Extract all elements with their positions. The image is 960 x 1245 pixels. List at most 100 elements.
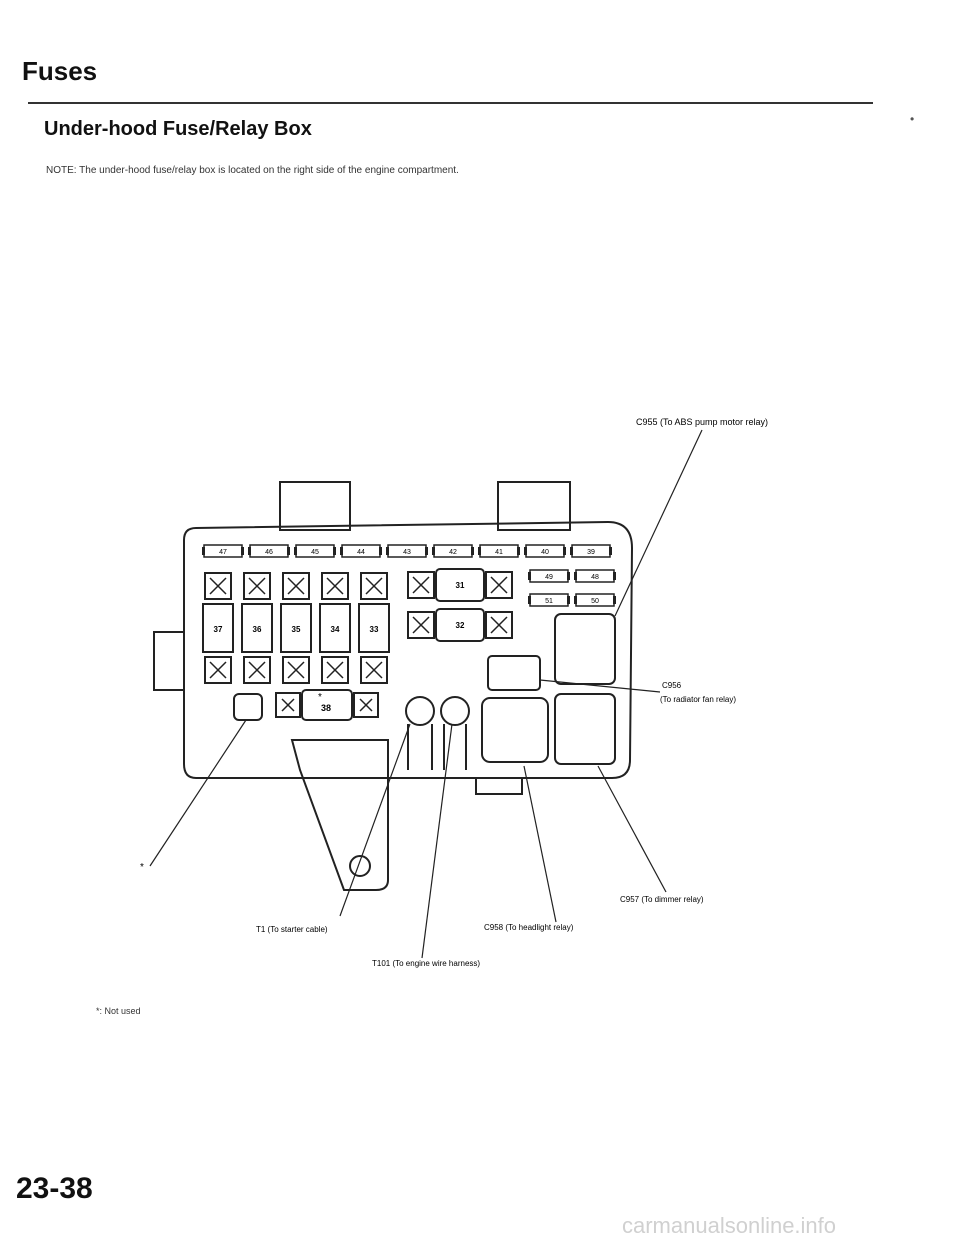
mounting-bracket	[290, 739, 389, 891]
callout-star: *	[140, 862, 144, 873]
fuse-47-end-left	[202, 547, 205, 555]
maxi-fuse-37-top-cap	[204, 572, 232, 600]
fuse-44-end-right	[379, 547, 382, 555]
center-fuse-layer: 31 32	[407, 568, 513, 642]
center-fuse-32-cap-left	[407, 611, 435, 639]
relay-socket-c956	[487, 655, 541, 691]
cap-x-mark	[490, 576, 508, 594]
cap-x-mark	[359, 698, 373, 712]
maxi-fuse-36-label: 36	[253, 625, 262, 634]
fuse-49-end-left	[528, 572, 531, 580]
leader-t101	[421, 723, 453, 959]
maxi-fuse-33: 33	[358, 572, 390, 684]
fuse-38-cap-left	[275, 692, 301, 718]
maxi-fuse-33-label: 33	[370, 625, 379, 634]
fuse-49-end-right	[567, 572, 570, 580]
fuse-39-end-right	[609, 547, 612, 555]
maxi-fuse-37: 37	[202, 572, 234, 684]
maxi-fuse-35-top-cap	[282, 572, 310, 600]
maxi-fuse-33-bottom-cap	[360, 656, 388, 684]
fuse-41-label: 41	[495, 549, 503, 556]
fuse-45-end-right	[333, 547, 336, 555]
fuse-39-end-left	[570, 547, 573, 555]
fuse-38-label: 38	[321, 703, 331, 713]
maxi-fuse-35-label: 35	[292, 625, 301, 634]
maxi-fuse-35-bottom-cap	[282, 656, 310, 684]
fuse-48: 48	[574, 569, 616, 583]
fuse-43-label: 43	[403, 549, 411, 556]
callout-t101: T101 (To engine wire harness)	[372, 959, 480, 968]
fuse-48-label: 48	[591, 574, 599, 581]
left-flange	[153, 631, 184, 691]
fuse-45-end-left	[294, 547, 297, 555]
callout-c956-desc: (To radiator fan relay)	[660, 695, 736, 704]
center-fuse-31: 31	[407, 568, 513, 602]
maxi-fuse-34-body	[319, 603, 351, 653]
fuse-40-label: 40	[541, 549, 549, 556]
cap-x-mark	[209, 661, 227, 679]
row-fuse-layer: 47 46 45 44 43 42 41 40 39	[202, 544, 612, 558]
fuse-39: 39	[570, 544, 612, 558]
fuse-41: 41	[478, 544, 520, 558]
fuse-38-cap-right	[353, 692, 379, 718]
leader-c958	[523, 765, 557, 923]
center-fuse-32: 32	[407, 608, 513, 642]
fuse-49: 49	[528, 569, 570, 583]
fuse-42-end-left	[432, 547, 435, 555]
terminal-t101-post	[405, 696, 435, 726]
cap-x-mark	[248, 577, 266, 595]
fuse-45: 45	[294, 544, 336, 558]
leader-c957	[597, 765, 667, 893]
maxi-fuse-37-body	[202, 603, 234, 653]
leader-t1	[339, 723, 411, 917]
maxi-fuse-34: 34	[319, 572, 351, 684]
terminal-t1-post	[440, 696, 470, 726]
fuse-46-end-left	[248, 547, 251, 555]
fuse-50-label: 50	[591, 598, 599, 605]
fuse-40: 40	[524, 544, 566, 558]
center-fuse-31-label: 31	[456, 581, 465, 590]
fuse-46-label: 46	[265, 549, 273, 556]
fuse-51-end-left	[528, 596, 531, 604]
cap-x-mark	[248, 661, 266, 679]
callout-c956-code: C956	[662, 681, 682, 690]
cap-x-mark	[490, 616, 508, 634]
fuse-50-end-left	[574, 596, 577, 604]
maxi-fuse-35: 35	[280, 572, 312, 684]
footnote: *: Not used	[96, 1006, 141, 1016]
relay-socket-c957	[554, 693, 616, 765]
cap-x-mark	[326, 577, 344, 595]
callout-t1: T1 (To starter cable)	[256, 925, 328, 934]
fuse-43: 43	[386, 544, 428, 558]
cap-x-mark	[365, 661, 383, 679]
header-rule	[28, 102, 873, 104]
page-number: 23-38	[16, 1172, 93, 1205]
maxi-fuse-33-body	[358, 603, 390, 653]
fuse-46-end-right	[287, 547, 290, 555]
fuse-39-label: 39	[587, 549, 595, 556]
cap-x-mark	[412, 576, 430, 594]
bracket-bolt-hole	[349, 855, 371, 877]
fuse-51: 51	[528, 593, 570, 607]
fuse-44: 44	[340, 544, 382, 558]
center-fuse-31-cap-left	[407, 571, 435, 599]
page-title: Under-hood Fuse/Relay Box	[44, 118, 312, 140]
maxi-fuse-33-top-cap	[360, 572, 388, 600]
leader-c955	[614, 429, 703, 617]
maxi-fuse-37-label: 37	[214, 625, 223, 634]
fuse-45-label: 45	[311, 549, 319, 556]
location-note: NOTE: The under-hood fuse/relay box is l…	[46, 165, 459, 176]
cap-x-mark	[287, 577, 305, 595]
fuse-47: 47	[202, 544, 244, 558]
maxi-fuse-36-bottom-cap	[243, 656, 271, 684]
fuse-38-star: *	[318, 692, 322, 703]
fuse-44-end-left	[340, 547, 343, 555]
cap-x-mark	[412, 616, 430, 634]
fuse-40-end-left	[524, 547, 527, 555]
leader-star	[149, 719, 247, 867]
left-mount-tab	[279, 481, 351, 531]
fuse-42: 42	[432, 544, 474, 558]
fuse-51-label: 51	[545, 598, 553, 605]
fuse-47-label: 47	[219, 549, 227, 556]
